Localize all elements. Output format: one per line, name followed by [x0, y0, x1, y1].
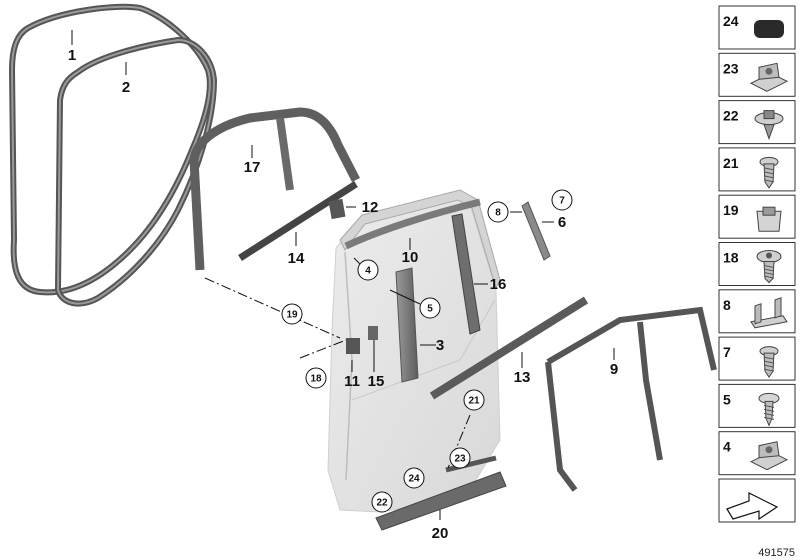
callout-label-4: 4 — [365, 266, 371, 277]
callout-label-16: 16 — [490, 276, 507, 293]
callout-label-11: 11 — [344, 373, 360, 390]
callout-circle-18 — [305, 367, 327, 389]
clip-part-12 — [328, 198, 346, 220]
parts-panel-box — [718, 147, 796, 192]
callout-label-12: 12 — [362, 199, 379, 216]
parts-panel-number: 22 — [723, 108, 739, 124]
parts-panel-box — [718, 194, 796, 239]
callout-label-22: 22 — [376, 498, 388, 509]
callout-circle-8 — [487, 201, 509, 223]
door-sill-trim — [375, 471, 507, 531]
callout-label-23: 23 — [454, 454, 466, 465]
door-seal-outer — [8, 3, 213, 296]
parts-panel-item-21: 21 — [718, 147, 796, 192]
clip-nut-icon — [749, 441, 789, 471]
callout-label-15: 15 — [368, 373, 385, 390]
callout-label-7: 7 — [559, 196, 565, 207]
callout-circle-21 — [463, 389, 485, 411]
callout-label-3: 3 — [436, 337, 444, 354]
callout-label-9: 9 — [610, 361, 618, 378]
door-seal-outer-highlight — [10, 5, 211, 294]
window-channel-strip — [238, 181, 358, 261]
parts-panel-item-23: 23 — [718, 52, 796, 97]
leader-lines — [71, 30, 615, 520]
callout-label-18: 18 — [310, 374, 322, 385]
window-guide-rail — [451, 213, 481, 335]
door-seal-inner-highlight — [56, 38, 216, 305]
construction-lines — [204, 277, 471, 469]
clip-icon — [756, 206, 782, 232]
callout-label-5: 5 — [427, 304, 433, 315]
b-pillar-trim — [395, 267, 419, 383]
parts-panel-item-22: 22 — [718, 100, 796, 145]
parts-panel-box — [718, 242, 796, 286]
lower-trim-strip — [429, 296, 589, 400]
screw-icon — [759, 346, 779, 379]
callout-label-1: 1 — [68, 47, 76, 64]
parts-panel-item-5: 5 — [718, 383, 796, 428]
parts-panel-number: 7 — [723, 344, 731, 360]
outer-window-frame-divider — [637, 321, 663, 461]
flange-screw-icon — [756, 250, 782, 284]
bracket-icon — [750, 297, 788, 329]
door-contour-line — [351, 299, 496, 401]
callout-label-19: 19 — [286, 310, 298, 321]
parts-panel-number: 21 — [723, 155, 739, 171]
parts-panel-item-arrow — [718, 478, 796, 523]
callout-circle-4 — [357, 259, 379, 281]
callout-circle-19 — [281, 303, 303, 325]
parts-panel-number: 18 — [723, 250, 739, 266]
callout-label-8: 8 — [495, 208, 501, 219]
window-frame-trim — [189, 107, 361, 271]
parts-panel-item-19: 19 — [718, 194, 796, 239]
callout-label-17: 17 — [244, 159, 261, 176]
clip-nut-icon — [749, 62, 789, 92]
callout-label-14: 14 — [288, 250, 305, 267]
parts-panel-box — [718, 431, 796, 476]
parts-panel-number: 8 — [723, 297, 731, 313]
parts-panel-box — [718, 383, 796, 428]
callout-circle-7 — [551, 189, 573, 211]
reference-number: 491575 — [758, 547, 795, 559]
cover-strip-6 — [521, 201, 551, 261]
parts-panel-box — [718, 336, 796, 381]
outer-window-frame-front — [545, 361, 578, 492]
bracket-part-15 — [368, 326, 378, 340]
door-window-frame — [339, 189, 501, 290]
parts-panel-number: 4 — [723, 439, 731, 455]
direction-arrow-icon — [726, 492, 779, 521]
callout-label-6: 6 — [558, 214, 566, 231]
adhesive-pad-icon — [754, 20, 784, 38]
callout-circle-5 — [419, 297, 441, 319]
callout-label-20: 20 — [432, 525, 449, 542]
parts-panel-item-18: 18 — [718, 242, 796, 286]
parts-panel-item-8: 8 — [718, 289, 796, 334]
parts-panel-item-4: 4 — [718, 431, 796, 476]
screw-icon — [759, 156, 779, 189]
small-trim-23 — [445, 455, 497, 473]
window-frame-divider — [276, 117, 294, 191]
callout-circle-24 — [403, 467, 425, 489]
tapping-screw-icon — [758, 392, 780, 427]
parts-panel-box — [718, 52, 796, 97]
parts-panel-number: 24 — [723, 13, 739, 29]
parts-panel-item-7: 7 — [718, 336, 796, 381]
callout-label-2: 2 — [122, 79, 130, 96]
parts-panel-item-24: 24 — [718, 5, 796, 50]
outer-window-frame — [546, 306, 717, 371]
callout-label-13: 13 — [514, 369, 531, 386]
parts-panel-number: 19 — [723, 202, 739, 218]
parts-panel-number: 5 — [723, 391, 731, 407]
callout-circle-22 — [371, 491, 393, 513]
callout-label-10: 10 — [402, 249, 419, 266]
callout-label-21: 21 — [468, 396, 480, 407]
window-outer-seal-strip — [344, 198, 481, 250]
callout-label-24: 24 — [408, 474, 420, 485]
expanding-rivet-icon — [754, 110, 784, 141]
bracket-part-11 — [346, 338, 360, 354]
callout-circle-23 — [449, 447, 471, 469]
parts-panel-number: 23 — [723, 60, 739, 76]
